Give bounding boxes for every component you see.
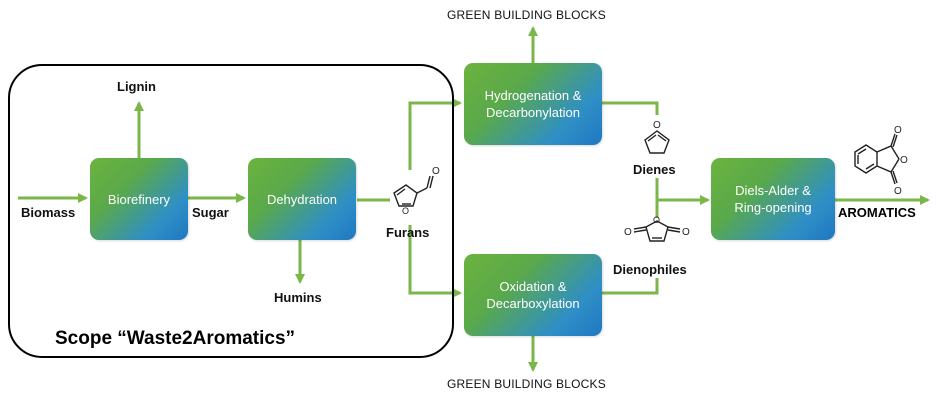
arrow-furans-to-hydrogenation bbox=[408, 98, 462, 170]
svg-text:O: O bbox=[653, 120, 661, 131]
biomass-label: Biomass bbox=[21, 205, 76, 220]
svg-text:O: O bbox=[402, 206, 409, 216]
diels-alder-label-line1: Diels-Alder & bbox=[735, 183, 811, 198]
aromatics-label: AROMATICS bbox=[838, 205, 916, 220]
hydrogenation-label-line2: Decarbonylation bbox=[486, 105, 580, 120]
dehydration-label: Dehydration bbox=[266, 191, 338, 207]
lignin-label: Lignin bbox=[117, 79, 156, 94]
svg-text:O: O bbox=[653, 215, 660, 225]
dehydration-box: Dehydration bbox=[248, 158, 356, 240]
svg-text:O: O bbox=[900, 155, 908, 166]
oxidation-label-line2: Decarboxylation bbox=[486, 296, 580, 311]
maleic-anhydride-molecule: O O O bbox=[624, 215, 690, 242]
hydrogenation-decarbonylation-box: Hydrogenation & Decarbonylation bbox=[464, 63, 602, 145]
green-building-blocks-bottom: GREEN BUILDING BLOCKS bbox=[447, 377, 606, 391]
oxidation-decarboxylation-box: Oxidation & Decarboxylation bbox=[464, 254, 602, 336]
dienes-label: Dienes bbox=[633, 162, 676, 177]
biorefinery-box: Biorefinery bbox=[90, 158, 188, 240]
svg-text:O: O bbox=[432, 166, 440, 177]
sugar-label: Sugar bbox=[192, 205, 229, 220]
arrow-furans-to-oxidation bbox=[408, 225, 462, 298]
phthalic-anhydride-molecule: O O O bbox=[854, 125, 908, 197]
svg-text:O: O bbox=[894, 125, 902, 136]
diels-alder-box: Diels-Alder & Ring-opening bbox=[711, 158, 835, 240]
svg-text:O: O bbox=[894, 186, 902, 197]
connector-oxidation-to-dienophiles bbox=[602, 278, 659, 295]
furfural-molecule: O O bbox=[393, 166, 440, 216]
hydrogenation-label-line1: Hydrogenation & bbox=[484, 88, 582, 103]
furans-label: Furans bbox=[386, 225, 430, 240]
green-building-blocks-top: GREEN BUILDING BLOCKS bbox=[447, 8, 606, 22]
humins-label: Humins bbox=[274, 290, 322, 305]
dienophiles-label: Dienophiles bbox=[613, 262, 687, 277]
svg-text:O: O bbox=[624, 227, 632, 238]
connector-hydrogenation-to-dienes bbox=[602, 101, 659, 115]
diels-alder-label-line2: Ring-opening bbox=[734, 200, 812, 215]
svg-text:O: O bbox=[682, 227, 690, 238]
scope-label: Scope “Waste2Aromatics” bbox=[55, 328, 296, 349]
oxidation-label-line1: Oxidation & bbox=[499, 279, 567, 294]
scope-frame bbox=[8, 64, 454, 358]
furan-molecule: O bbox=[644, 120, 670, 154]
biorefinery-label: Biorefinery bbox=[107, 191, 171, 207]
